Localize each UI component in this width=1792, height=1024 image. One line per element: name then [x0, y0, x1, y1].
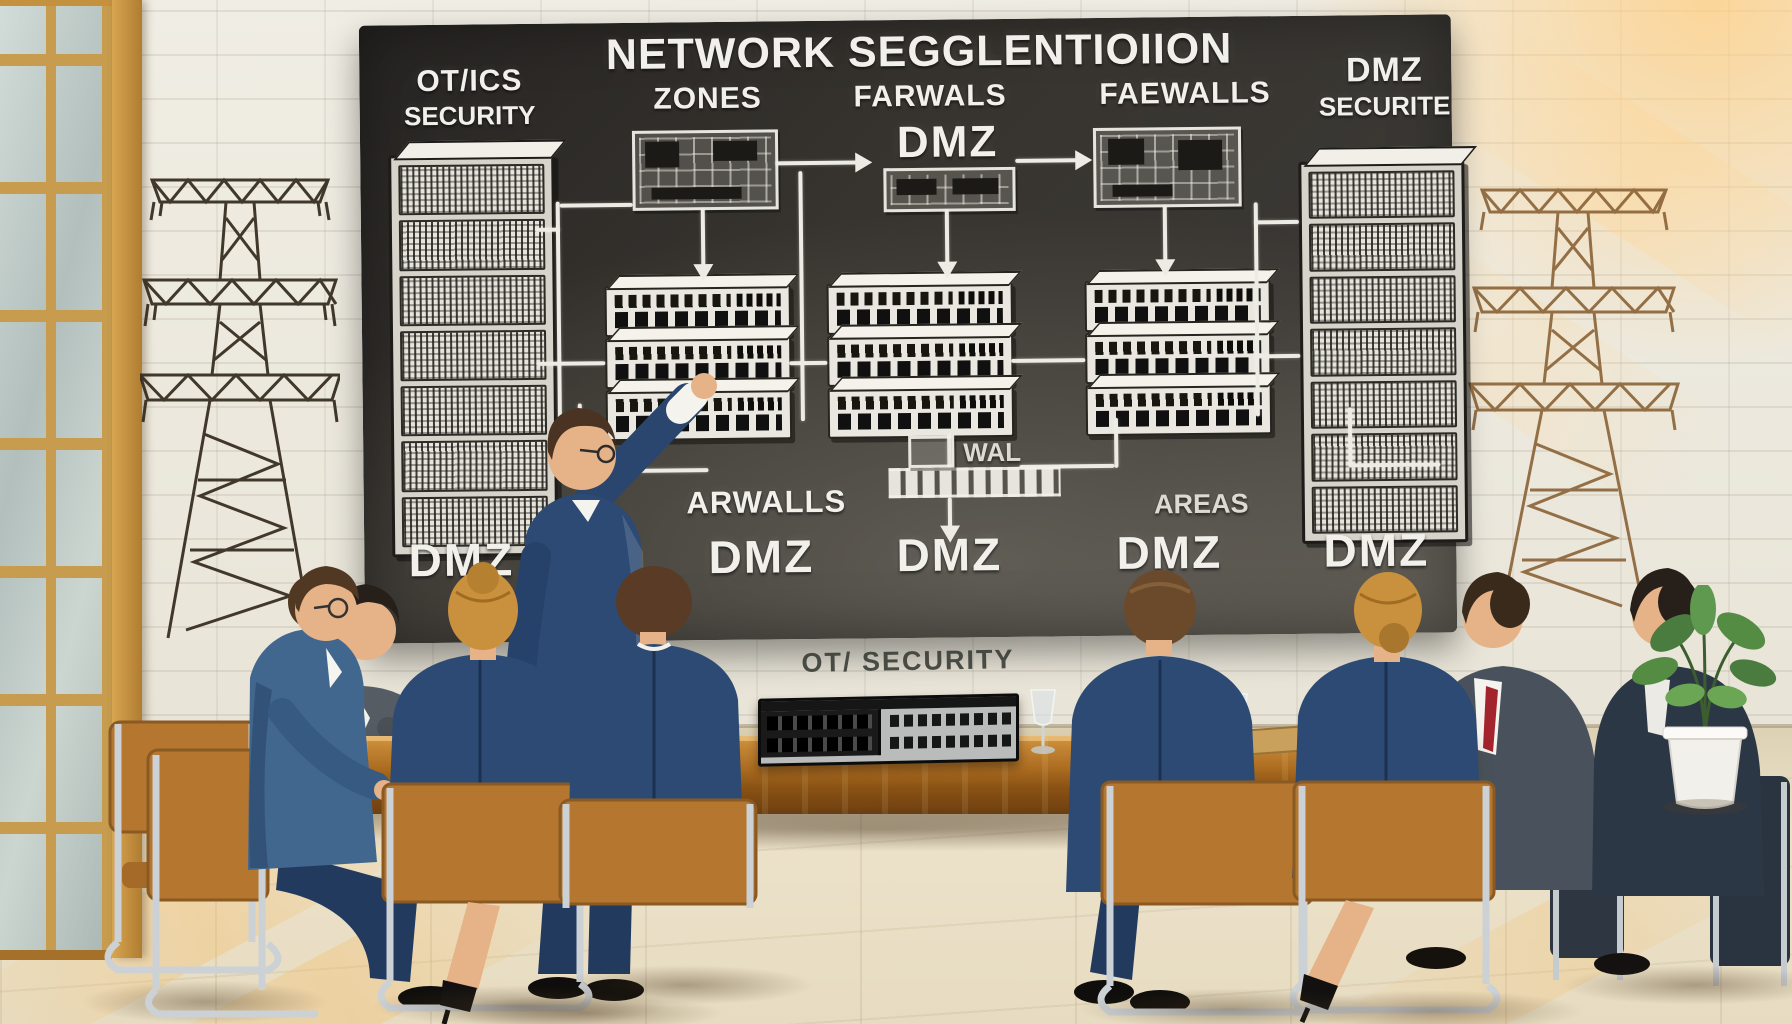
board-header-otics: OT/ICS — [416, 64, 523, 99]
chair-shadow — [1075, 988, 1385, 1024]
firewall-appliance — [827, 385, 1015, 439]
person-woman-blonde-left — [377, 562, 593, 1024]
network-switch-device — [758, 693, 1019, 767]
board-areas-label: AREAS — [1153, 488, 1249, 520]
transmission-tower-drawing-left — [140, 177, 340, 639]
chair-shadow — [555, 965, 815, 1005]
person-man-center-back — [558, 566, 758, 908]
board-header-security: SECURITY — [403, 99, 536, 132]
board-title: NETWORK SEGGLENTIOIION — [605, 24, 1233, 80]
switch-sketch-right — [1092, 126, 1242, 209]
board-column-farwals: FARWALS — [853, 78, 1007, 114]
arrow-line — [775, 160, 858, 166]
arrow-line — [700, 208, 706, 267]
connector-line — [534, 227, 560, 232]
presenter-shadow — [445, 995, 725, 1024]
water-glass — [1030, 689, 1056, 754]
person-man-navy-right-back — [1066, 570, 1317, 1016]
connector-line — [798, 171, 805, 422]
server-rack-right — [1298, 160, 1469, 544]
connector-line — [559, 202, 633, 208]
switch-sketch-left — [631, 129, 779, 211]
board-column-faewalls: FAEWALLS — [1099, 76, 1271, 111]
transmission-tower-drawing-right — [1468, 187, 1680, 623]
board-header-securite: SECURITE — [1318, 90, 1451, 122]
connector-line — [1255, 353, 1301, 359]
firewall-wall-sketch — [888, 466, 1061, 499]
connector-line — [789, 360, 828, 366]
chair-shadow — [370, 985, 670, 1024]
board-dmz-top-label: DMZ — [896, 117, 999, 168]
wall-ot-security-text: OT/ SECURITY — [801, 644, 1015, 678]
chair-shadow — [1560, 965, 1792, 1005]
mini-device-sketch — [908, 435, 955, 469]
connector-line — [1113, 417, 1119, 468]
arrow-line — [1015, 158, 1078, 163]
chair-shadow — [1285, 990, 1585, 1024]
person-man-blue-suit — [145, 566, 462, 1018]
arrow-line — [944, 209, 950, 264]
potted-plant — [1632, 585, 1777, 815]
arrow-line — [1162, 205, 1168, 262]
switch-sketch-middle — [883, 166, 1016, 213]
board-column-zones: ZONES — [653, 81, 762, 116]
dmz-label: DMZ — [896, 528, 1003, 582]
connector-line — [1253, 219, 1299, 225]
window-glass — [0, 6, 112, 960]
connector-line — [947, 497, 953, 528]
board-header-dmz: DMZ — [1345, 50, 1423, 90]
connector-line — [1011, 358, 1086, 363]
board-wal-label: WAL — [963, 436, 1022, 468]
person-woman-blonde-right — [1289, 572, 1501, 1023]
connector-line — [1347, 407, 1353, 468]
